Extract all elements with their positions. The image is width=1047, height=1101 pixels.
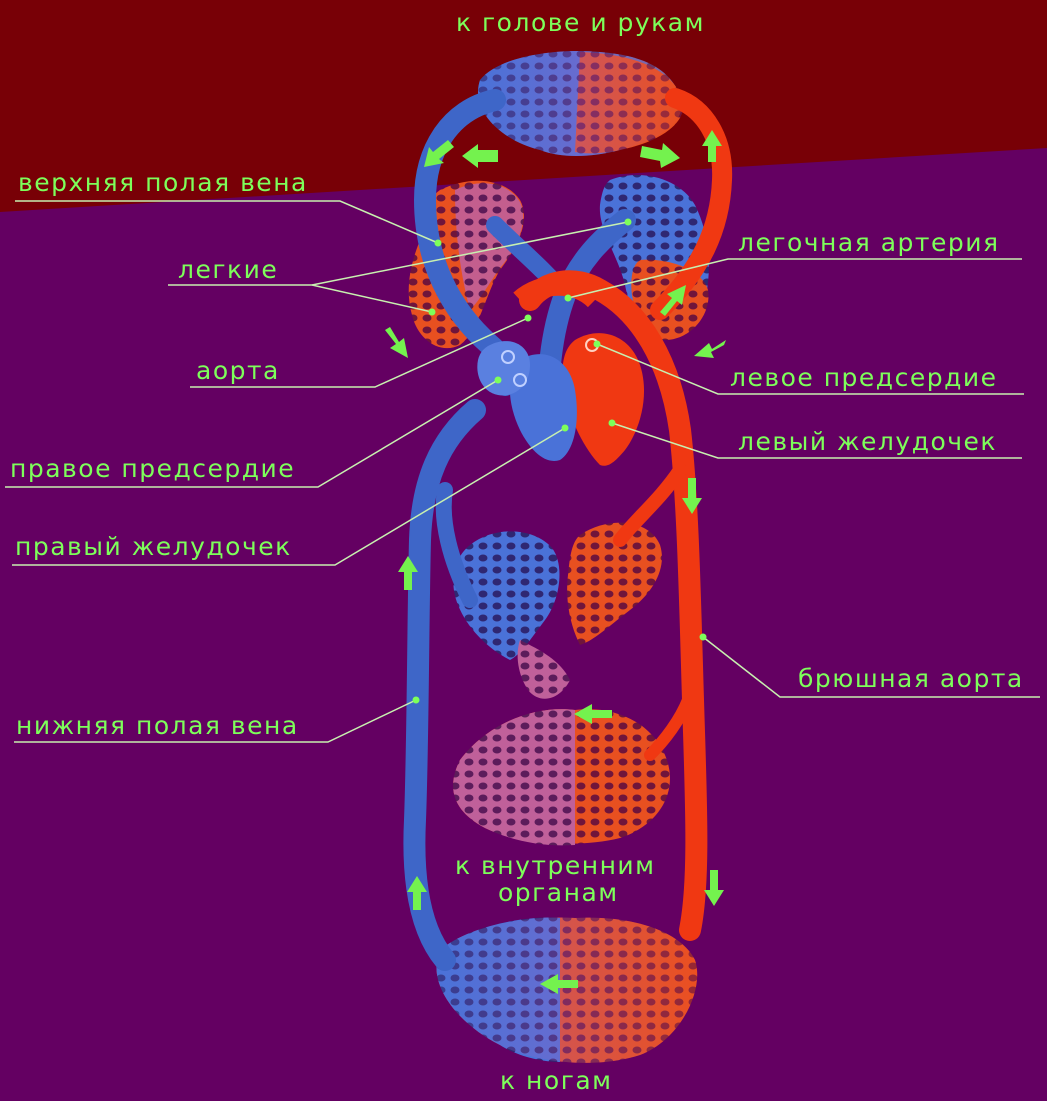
label-superior-vena-cava: верхняя полая вена <box>18 170 308 195</box>
arrow-icon <box>694 340 726 358</box>
legs-capillary-bed <box>436 917 697 1062</box>
label-head-arms: к голове и рукам <box>456 10 705 35</box>
label-lungs: легкие <box>178 257 278 282</box>
label-aorta: аорта <box>196 358 280 383</box>
label-right-atrium: правое предсердие <box>10 456 295 481</box>
arrow-icon <box>704 870 724 906</box>
label-internal-organs-line2: органам <box>498 880 619 905</box>
label-abdominal-aorta: брюшная аорта <box>798 666 1024 691</box>
label-pulmonary-artery: легочная артерия <box>738 230 1000 255</box>
label-left-ventricle: левый желудочек <box>738 429 997 454</box>
label-left-atrium: левое предсердие <box>730 365 998 390</box>
label-legs: к ногам <box>500 1068 613 1093</box>
label-right-ventricle: правый желудочек <box>15 534 292 559</box>
arrow-icon <box>385 327 408 358</box>
label-internal-organs-line1: к внутренним <box>455 853 656 878</box>
label-inferior-vena-cava: нижняя полая вена <box>16 713 299 738</box>
internal-organs-bed <box>453 523 670 846</box>
